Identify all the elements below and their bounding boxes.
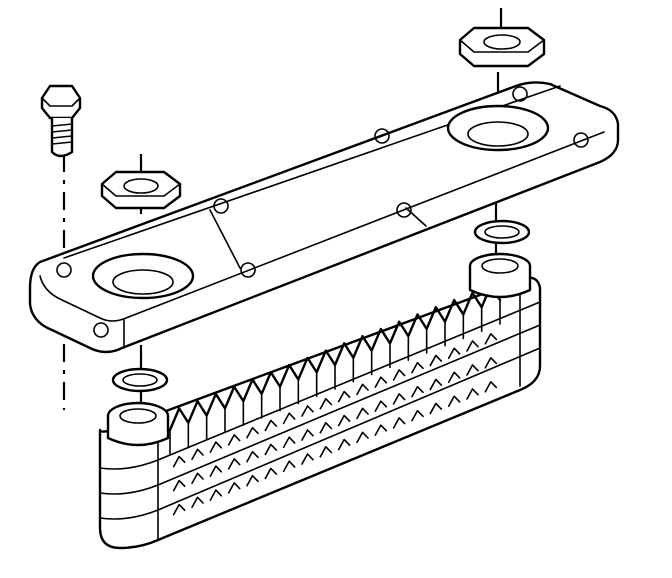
seal-ring-right-inner: [484, 225, 520, 239]
seal-ring-left: [111, 367, 169, 393]
nut-left-bore: [123, 178, 159, 194]
bolt-threads: [51, 123, 73, 145]
cover-plate-bolt-hole-4: [213, 198, 229, 214]
heat-exchanger-core: [98, 252, 542, 550]
cover-plate-divider-2: [405, 207, 427, 227]
nut-right: [458, 26, 546, 68]
core-port-right: [468, 252, 532, 299]
fins: [168, 284, 502, 516]
fin-teeth-row: [172, 356, 498, 492]
fin-teeth-row: [172, 380, 498, 516]
cover-plate-bolt-hole-1: [56, 262, 72, 278]
core-port-right-bore: [481, 258, 519, 274]
cover-plate-bolt-hole-2: [93, 322, 109, 338]
cover-plate-bolt-hole-7: [573, 132, 589, 148]
cover-plate: [28, 81, 620, 354]
nut-right-outline: [458, 26, 546, 68]
cover-plate-divider-1: [209, 209, 241, 269]
bolt: [40, 84, 82, 158]
nut-right-bore: [483, 34, 521, 50]
cover-plate-port-right-bore: [467, 121, 529, 147]
cover-plate-port-left-bore: [112, 269, 174, 295]
cover-plate-bolt-hole-8: [512, 86, 528, 102]
nut-left: [100, 170, 182, 210]
core-port-right-wall: [468, 264, 532, 299]
cover-plate-bolt-hole-6: [374, 128, 390, 144]
bolt-head: [40, 84, 82, 120]
core-port-left: [106, 401, 170, 447]
seal-ring-right: [473, 219, 531, 245]
cover-plate-port-right: [446, 104, 550, 152]
seal-ring-right-outer: [473, 219, 531, 245]
core-port-left-wall: [106, 414, 170, 447]
seal-ring-left-outer: [111, 367, 169, 393]
seal-ring-left-inner: [122, 373, 158, 387]
cover-plate-bolt-hole-5: [396, 202, 412, 218]
nut-left-faces: [101, 183, 181, 197]
core-port-left-bore: [119, 408, 157, 424]
cover-plate-port-left: [91, 252, 195, 300]
bolt-head-faces: [41, 97, 81, 107]
fin-teeth-row: [172, 332, 498, 468]
cover-plate-top-edge: [39, 131, 605, 322]
cover-plate-bolt-hole-3: [240, 262, 256, 278]
nut-right-faces: [459, 39, 545, 53]
nut-left-outline: [100, 170, 182, 210]
